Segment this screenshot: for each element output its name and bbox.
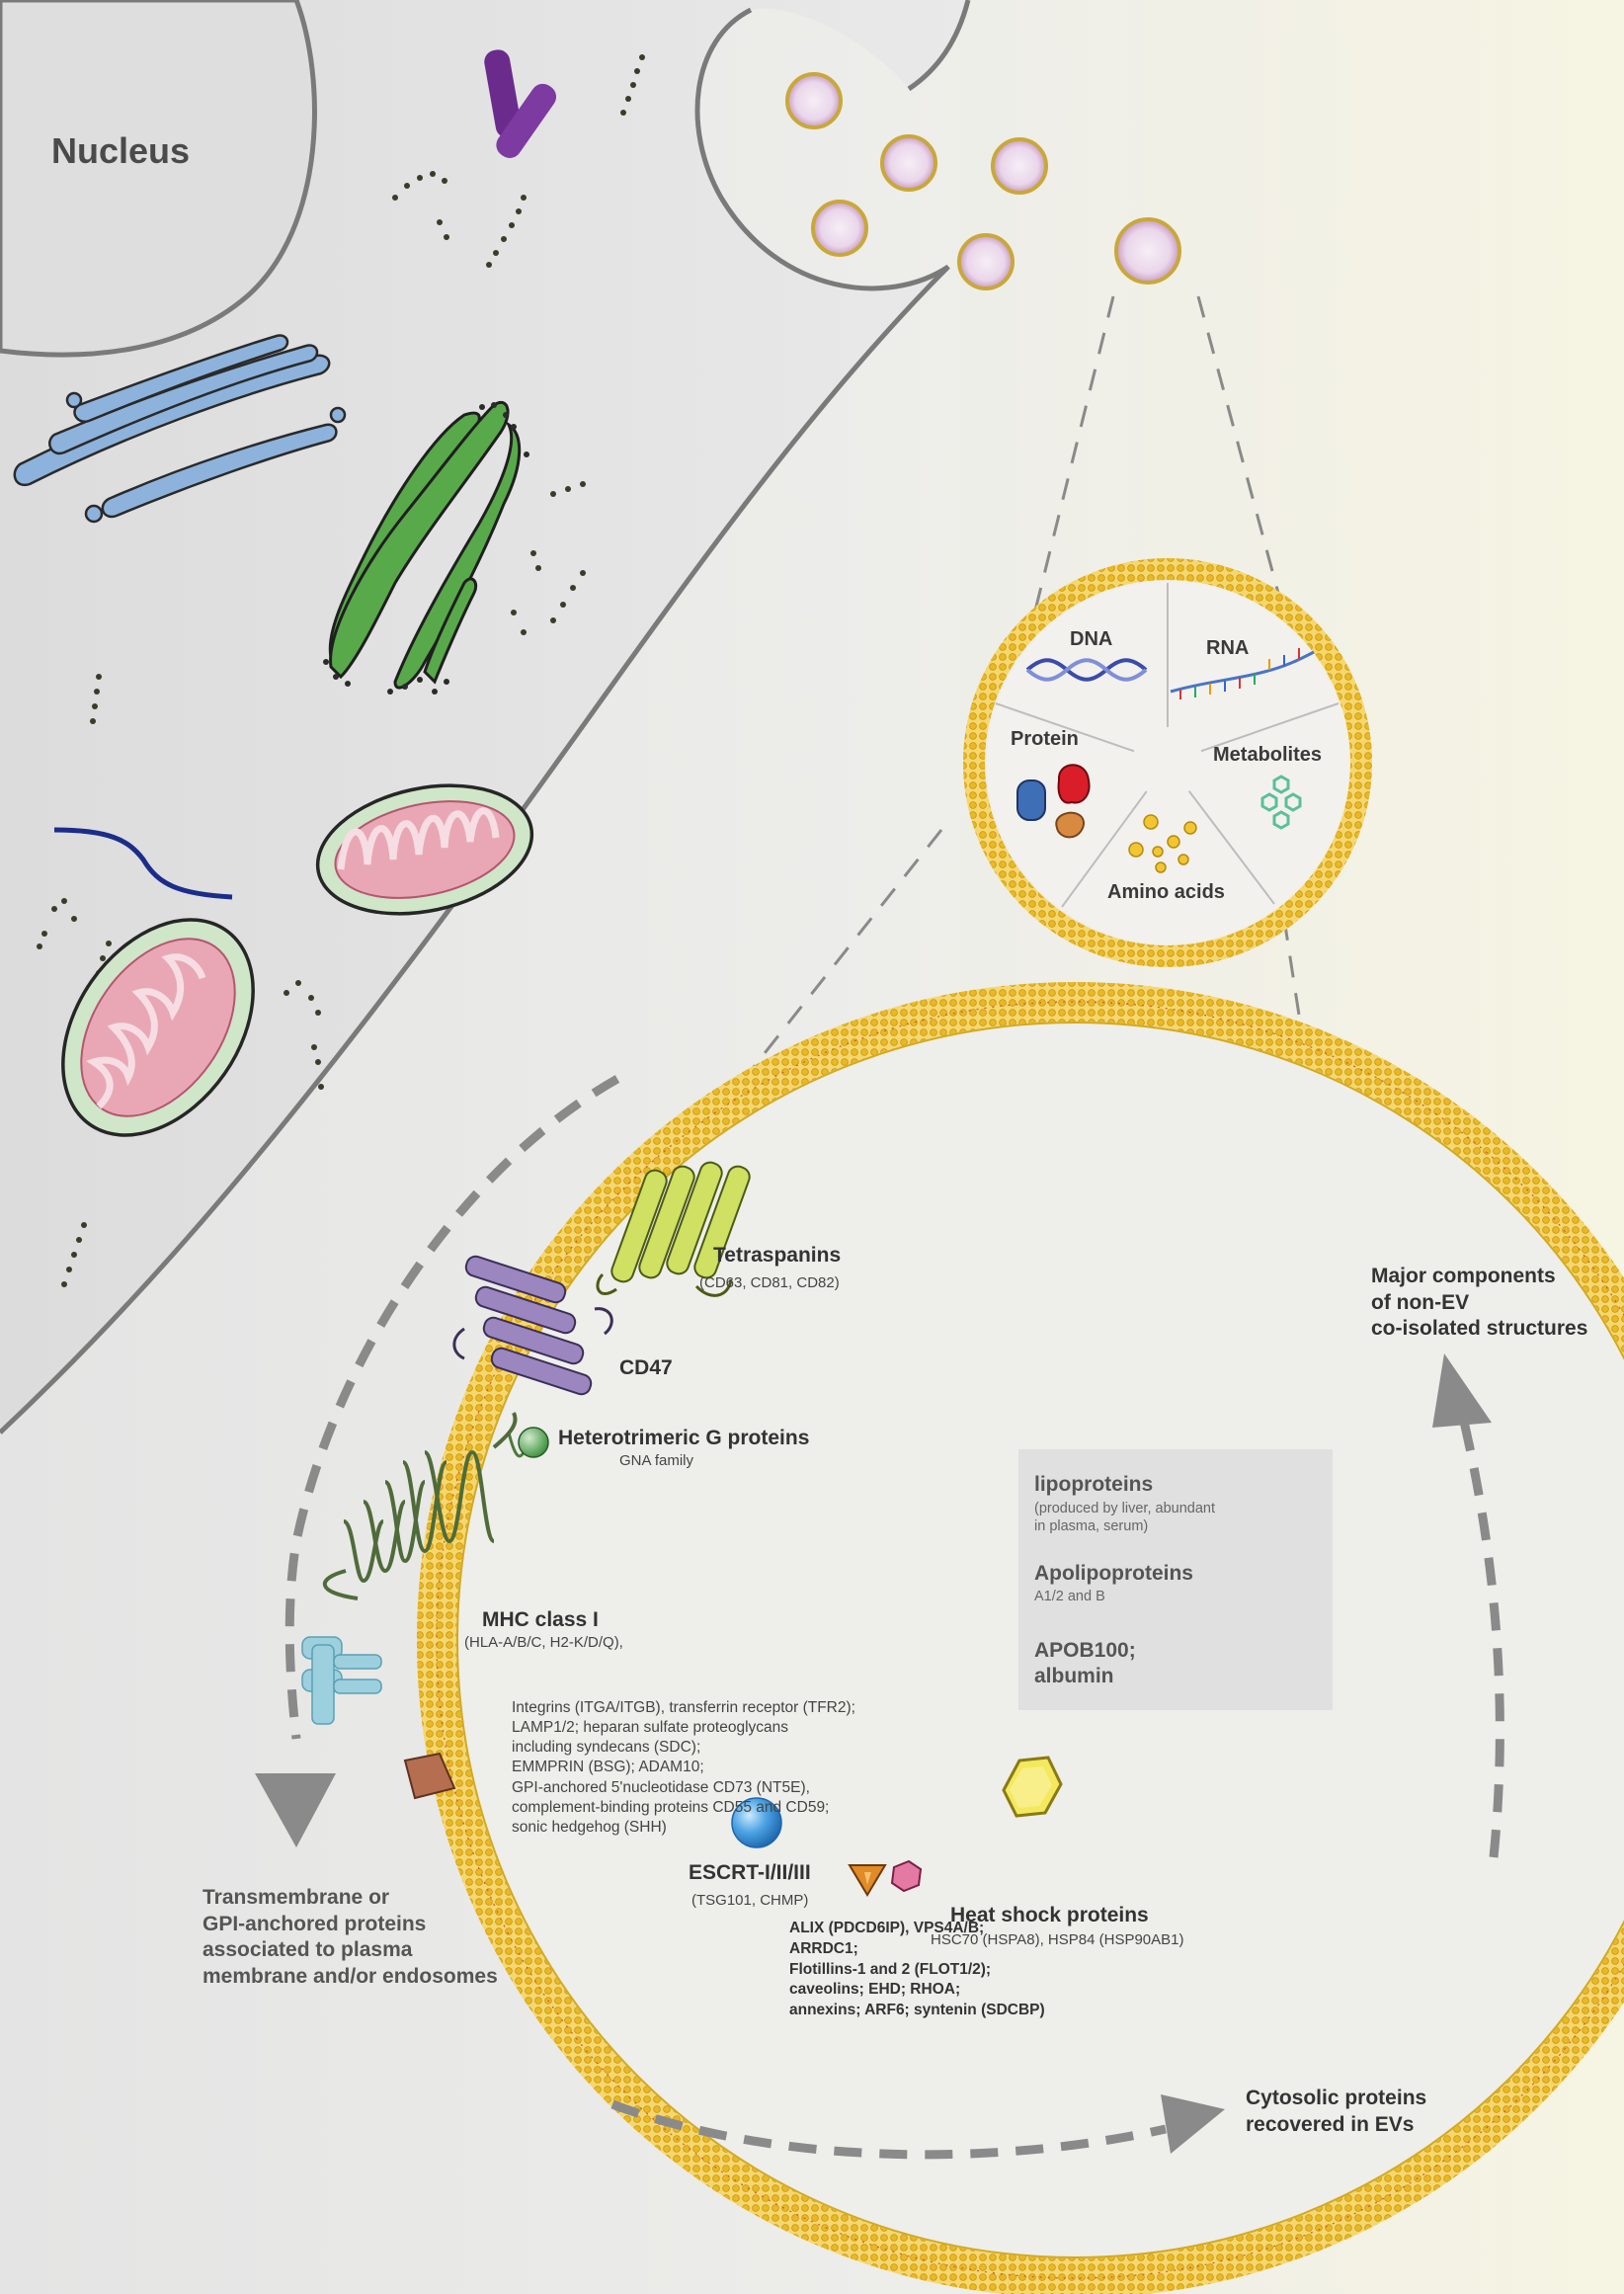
nucleus (0, 0, 317, 358)
cytosolic-small-icons (848, 1859, 923, 1897)
list-item: Integrins (ITGA/ITGB), transferrin recep… (512, 1699, 855, 1716)
legend-note-line: in plasma, serum) (1034, 1518, 1149, 1535)
list-item: including syndecans (SDC); (512, 1739, 701, 1757)
cell-membrane (0, 0, 971, 1434)
escrt-ball-icon (731, 1797, 782, 1848)
legend-apob-line: albumin (1034, 1665, 1114, 1688)
heat-shock-label: Heat shock proteins (950, 1904, 1149, 1926)
mhc-members: (HLA-A/B/C, H2-K/D/Q), (464, 1634, 623, 1651)
legend-note-line: (produced by liver, abundant (1034, 1501, 1215, 1516)
cytosolic-heading-line: Cytosolic proteins (1246, 2087, 1427, 2109)
mitochondrion-upper (315, 783, 534, 916)
legend-apolipoproteins-title: Apolipoproteins (1034, 1562, 1193, 1585)
non-ev-heading-line: of non-EV (1371, 1290, 1470, 1314)
mhc-class-i-protein (323, 1412, 518, 1600)
metabolite-icons (1260, 775, 1302, 830)
membrane-protein-list: Integrins (ITGA/ITGB), transferrin recep… (512, 1698, 855, 1838)
g-proteins-members: GNA family (619, 1452, 694, 1469)
dna-helix-icon (1025, 658, 1148, 682)
nucleus-label: Nucleus (51, 130, 191, 171)
non-ev-heading: Major components of non-EV co-isolated s… (1371, 1264, 1587, 1343)
endoplasmic-reticulum (328, 401, 522, 690)
cytosolic-heading-line: recovered in EVs (1246, 2112, 1415, 2136)
transmembrane-heading-line: GPI-anchored proteins (203, 1912, 427, 1935)
amino-acids-label: Amino acids (1107, 881, 1225, 903)
ribosomes (37, 54, 645, 1287)
legend-apob100: APOB100; albumin (1034, 1638, 1136, 1690)
er-ribosome-dots (323, 402, 529, 695)
tetraspanin-protein (596, 1161, 751, 1297)
list-item: sonic hedgehog (SHH) (512, 1818, 667, 1836)
transmembrane-heading-line: Transmembrane or (203, 1886, 390, 1909)
cytoskeleton-fragment (484, 49, 557, 158)
integrin-receptor (301, 1636, 382, 1725)
non-ev-heading-line: Major components (1371, 1265, 1556, 1287)
amino-acid-icons (1128, 814, 1197, 873)
transmembrane-protein (403, 1752, 456, 1800)
transmembrane-heading-line: membrane and/or endosomes (203, 1964, 498, 1988)
list-item: EMMPRIN (BSG); ADAM10; (512, 1759, 704, 1776)
g-protein (507, 1427, 549, 1458)
heat-shock-members: HSC70 (HSPA8), HSP84 (HSP90AB1) (931, 1931, 1184, 1948)
mitochondrion-lower (61, 918, 255, 1137)
list-item: ALIX (PDCD6IP), VPS4A/B; (789, 1920, 985, 1936)
tetraspanins-label: Tetraspanins (713, 1244, 842, 1267)
mhc-label: MHC class I (482, 1608, 599, 1631)
metabolites-label: Metabolites (1213, 744, 1323, 766)
heat-shock-icon (1002, 1756, 1063, 1818)
non-ev-legend-box (1018, 1449, 1333, 1710)
legend-apolipoproteins-note: A1/2 and B (1034, 1589, 1105, 1604)
transmembrane-heading-line: associated to plasma (203, 1938, 413, 1962)
dna-label: DNA (1070, 628, 1113, 650)
cytosolic-list: ALIX (PDCD6IP), VPS4A/B; ARRDC1; Flotill… (789, 1919, 1045, 2021)
legend-apob-line: APOB100; (1034, 1639, 1136, 1662)
cycle-arrowheads (255, 1353, 1492, 2154)
list-item: ARRDC1; (789, 1939, 858, 1957)
list-item: annexins; ARF6; syntenin (SDCBP) (789, 2002, 1045, 2019)
g-proteins-label: Heterotrimeric G proteins (558, 1427, 810, 1449)
tetraspanins-members: (CD63, CD81, CD82) (699, 1274, 840, 1291)
protein-icons (1016, 764, 1091, 839)
escrt-members: (TSG101, CHMP) (691, 1892, 809, 1909)
released-vesicles (785, 72, 1181, 290)
legend-lipoproteins-note: (produced by liver, abundant in plasma, … (1034, 1500, 1215, 1535)
golgi-apparatus (13, 334, 347, 524)
rna-label: RNA (1206, 637, 1250, 659)
legend-lipoproteins-title: lipoproteins (1034, 1473, 1154, 1496)
cd47-label: CD47 (619, 1356, 673, 1379)
list-item: Flotillins-1 and 2 (FLOT1/2); (789, 1960, 992, 1978)
list-item: GPI-anchored 5'nucleotidase CD73 (NT5E), (512, 1778, 810, 1796)
rna-strand-icon (1170, 648, 1315, 699)
cd47-protein (452, 1255, 613, 1396)
list-item: complement-binding proteins CD55 and CD5… (512, 1798, 830, 1816)
mrna-strand (53, 827, 233, 900)
protein-label: Protein (1011, 728, 1079, 750)
list-item: LAMP1/2; heparan sulfate proteoglycans (512, 1719, 789, 1737)
non-ev-heading-line: co-isolated structures (1371, 1317, 1588, 1341)
cycle-arrows (284, 1075, 1504, 2160)
list-item: caveolins; EHD; RHOA; (789, 1981, 961, 1999)
cytosolic-heading: Cytosolic proteins recovered in EVs (1246, 2086, 1426, 2138)
transmembrane-heading: Transmembrane or GPI-anchored proteins a… (203, 1885, 498, 1991)
escrt-label: ESCRT-I/II/III (689, 1861, 811, 1884)
